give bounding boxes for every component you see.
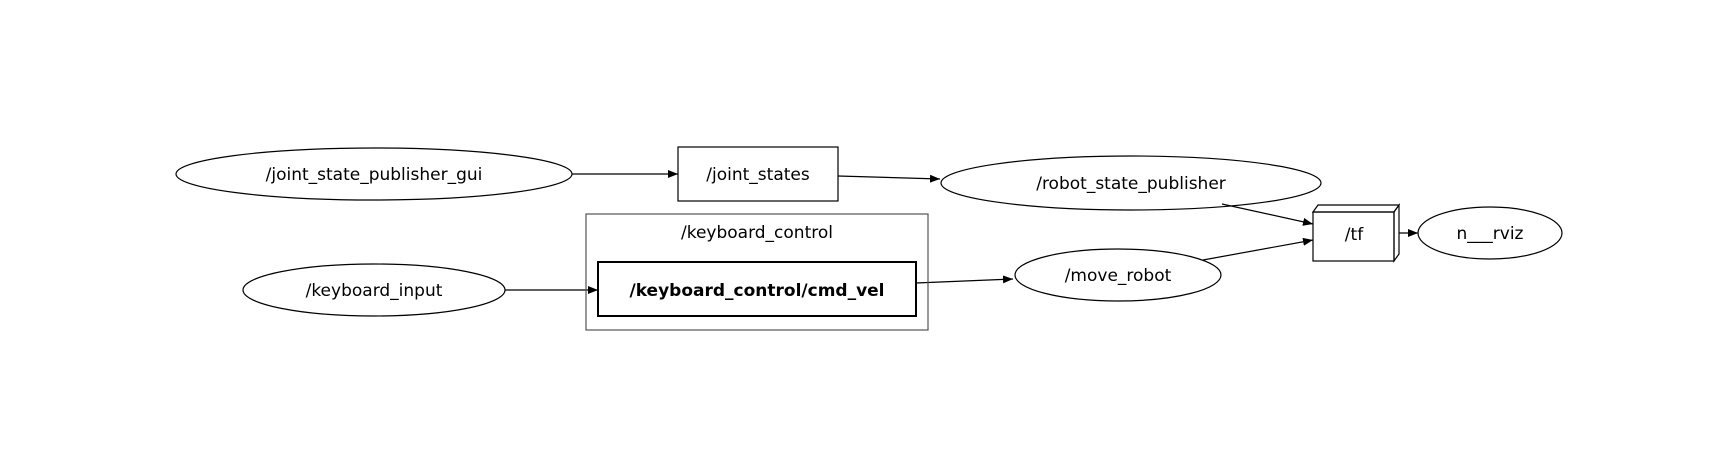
node-robot-state-publisher[interactable]: /robot_state_publisher: [940, 155, 1322, 211]
topic-tf-label: /tf: [1345, 225, 1364, 245]
cluster-keyboard-control-label: /keyboard_control: [681, 223, 833, 243]
node-rviz-shape: [1417, 206, 1563, 260]
node-keyboard-input-label: /keyboard_input: [306, 281, 443, 301]
node-robot-state-publisher-label: /robot_state_publisher: [1036, 174, 1226, 194]
node-joint-state-publisher-gui[interactable]: /joint_state_publisher_gui: [175, 147, 573, 201]
cluster-keyboard-control[interactable]: /keyboard_control: [585, 213, 929, 331]
cluster-keyboard-control-frame: [585, 213, 929, 331]
edges: [505, 170, 1418, 294]
node-keyboard-input-shape: [242, 263, 506, 317]
node-move-robot[interactable]: /move_robot: [1014, 248, 1222, 302]
node-rviz-label: n___rviz: [1457, 224, 1524, 244]
node-move-robot-shape: [1014, 248, 1222, 302]
edge-cmd-vel-to-move-robot: [915, 275, 1014, 284]
topic-tf-top-face: [1311, 204, 1401, 213]
topic-keyboard-control-cmd-vel-shape: [597, 261, 917, 317]
node-robot-state-publisher-shape: [940, 155, 1322, 211]
node-keyboard-input[interactable]: /keyboard_input: [242, 263, 506, 317]
node-joint-state-publisher-gui-label: /joint_state_publisher_gui: [266, 165, 483, 185]
edge-move-robot-to-tf: [1202, 237, 1314, 261]
topic-tf[interactable]: /tf: [1311, 203, 1401, 263]
topic-joint-states-shape: [677, 146, 839, 202]
topic-tf-side-face: [1393, 203, 1400, 263]
node-move-robot-label: /move_robot: [1065, 266, 1172, 286]
topic-tf-shape: [1312, 211, 1395, 262]
node-joint-state-publisher-gui-shape: [175, 147, 573, 201]
topic-keyboard-control-cmd-vel-label: /keyboard_control/cmd_vel: [629, 281, 884, 301]
edge-joint-states-to-robot-state-publisher: [837, 174, 941, 183]
topic-joint-states-label: /joint_states: [706, 165, 810, 185]
node-rviz[interactable]: n___rviz: [1417, 206, 1563, 260]
topic-joint-states[interactable]: /joint_states: [677, 146, 839, 202]
topic-keyboard-control-cmd-vel[interactable]: /keyboard_control/cmd_vel: [597, 261, 917, 317]
edge-robot-state-publisher-to-tf: [1221, 203, 1314, 226]
